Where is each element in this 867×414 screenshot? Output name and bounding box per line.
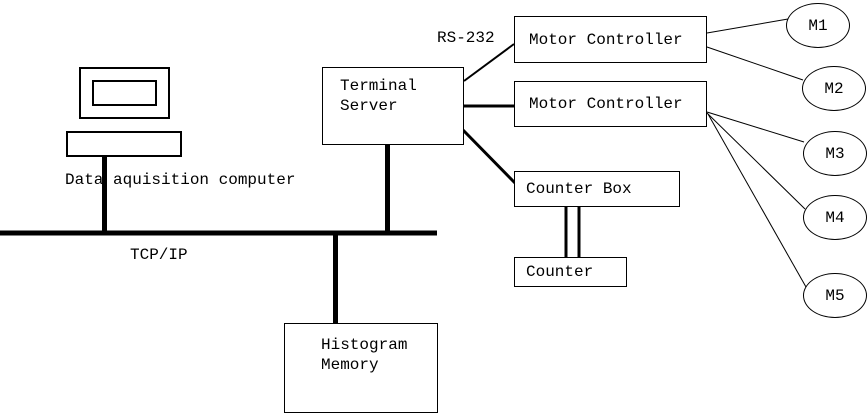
motor-controller-2-node: Motor Controller [514,81,707,127]
link-mc2-m3 [706,111,805,143]
link-mc1-m1 [706,18,789,34]
terminal-server-node: Terminal Server [322,67,464,145]
link-mc2-m4 [706,112,806,210]
motor-label-m2: M2 [824,79,844,98]
computer-screen-icon [92,80,157,106]
computer-keyboard-icon [66,131,182,157]
computer-caption: Data aquisition computer [65,171,296,189]
motor-label-m1: M1 [808,16,828,35]
histogram-memory-node: Histogram Memory [284,323,438,413]
counter-node: Counter [514,257,627,287]
rs232-label: RS-232 [437,29,495,47]
counter-box-node: Counter Box [514,171,680,207]
motor-node-m5: M5 [803,273,867,318]
link-mc2-m5 [707,113,807,288]
link-ts-counter-box [461,128,517,185]
motor-controller-1-node: Motor Controller [514,16,707,63]
motor-node-m1: M1 [786,3,850,48]
motor-label-m5: M5 [825,286,845,305]
link-mc1-m2 [706,46,804,81]
tcpip-label: TCP/IP [130,246,188,264]
motor-node-m4: M4 [803,195,867,240]
rs232-link-ts-mc1 [463,43,515,82]
motor-node-m2: M2 [802,66,866,111]
motor-label-m3: M3 [825,144,845,163]
motor-label-m4: M4 [825,208,845,227]
motor-node-m3: M3 [803,131,867,176]
